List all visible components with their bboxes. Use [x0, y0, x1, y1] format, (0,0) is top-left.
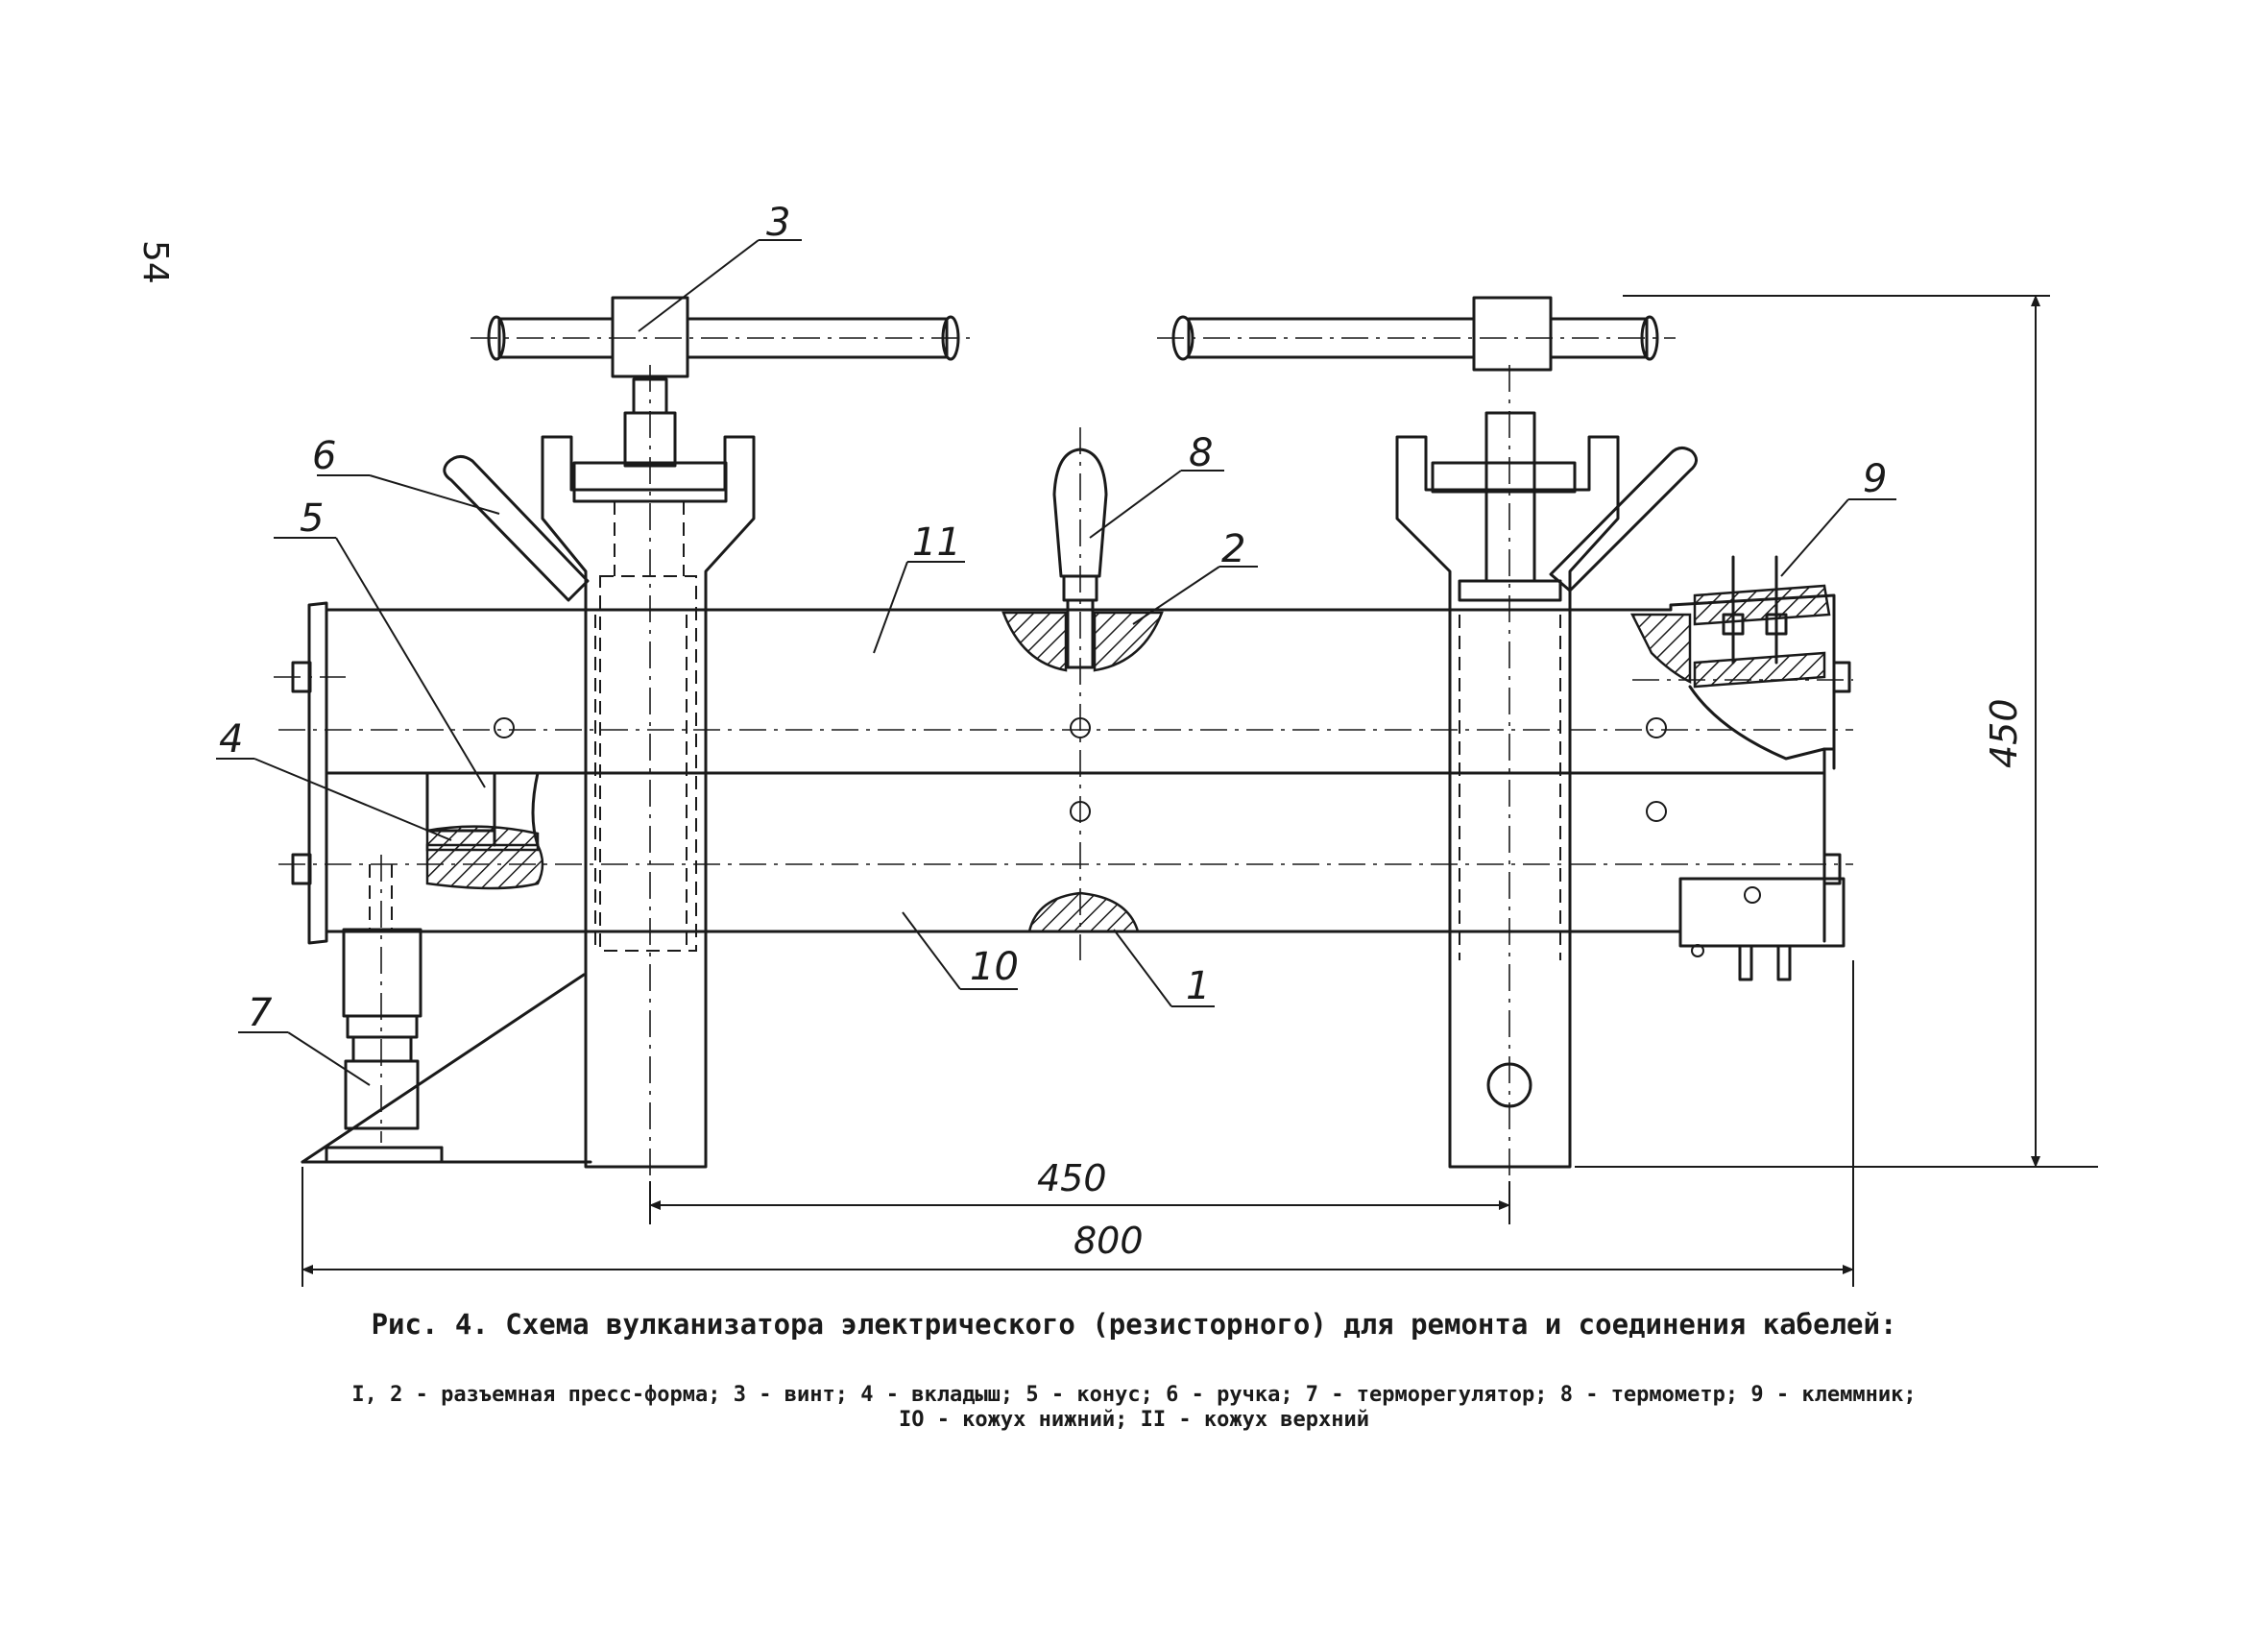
thermoregulator [342, 855, 422, 1143]
upper-cover [278, 608, 1853, 775]
left-end-flange [274, 601, 346, 945]
terminal-block [1629, 555, 1853, 761]
svg-text:2: 2 [1221, 527, 1245, 571]
dimension-450-horizontal: 450 [649, 1157, 1510, 1224]
callout-2: 2 [1132, 527, 1258, 625]
left-screw-handle [470, 296, 975, 378]
svg-text:4: 4 [219, 717, 243, 762]
svg-text:1: 1 [1186, 964, 1210, 1008]
dimension-label-450-vertical: 450 [1983, 698, 2025, 768]
callout-4: 4 [216, 717, 452, 841]
callout-10: 10 [902, 911, 1019, 990]
dimension-label-800: 800 [1074, 1220, 1144, 1262]
press-mold-lower [1027, 891, 1140, 933]
figure-caption-legend: I, 2 - разъемная пресс-форма; 3 - винт; … [240, 1383, 2028, 1433]
insert-and-cone [425, 717, 544, 890]
callout-9: 9 [1780, 457, 1896, 577]
right-screw-handle [1157, 296, 1676, 372]
callout-7: 7 [238, 991, 371, 1086]
dimension-label-450-horizontal: 450 [1037, 1157, 1107, 1199]
connector-box [1678, 877, 1846, 981]
press-mold-upper [1001, 611, 1164, 672]
svg-text:9: 9 [1863, 457, 1887, 501]
left-post [541, 365, 756, 1220]
right-post [1395, 365, 1620, 1210]
right-side-handle [1549, 447, 1698, 593]
legend-line-2: IO - кожух нижний; II - кожух верхний [898, 1408, 1370, 1432]
figure-caption-title: Рис. 4. Схема вулканизатора электрическо… [371, 1308, 1897, 1341]
callout-11: 11 [873, 520, 965, 654]
dimension-800: 800 [302, 960, 1854, 1287]
svg-text:10: 10 [970, 945, 1019, 989]
svg-text:7: 7 [248, 991, 273, 1035]
svg-text:6: 6 [312, 434, 336, 478]
thermometer [1052, 427, 1108, 960]
callout-8: 8 [1089, 431, 1224, 539]
callout-3: 3 [638, 201, 802, 332]
svg-text:8: 8 [1189, 431, 1213, 475]
lower-cover [278, 615, 1853, 951]
callout-6: 6 [312, 434, 500, 515]
svg-text:3: 3 [766, 201, 790, 245]
legend-line-1: I, 2 - разъемная пресс-форма; 3 - винт; … [351, 1383, 1917, 1407]
svg-text:5: 5 [300, 496, 324, 541]
page-number: 54 [135, 240, 175, 284]
dimension-450-vertical: 450 [1575, 295, 2098, 1168]
left-side-handle [443, 455, 590, 602]
svg-text:11: 11 [912, 520, 961, 565]
base-frame [301, 973, 592, 1164]
callout-1: 1 [1113, 929, 1215, 1008]
callout-5: 5 [274, 496, 486, 788]
